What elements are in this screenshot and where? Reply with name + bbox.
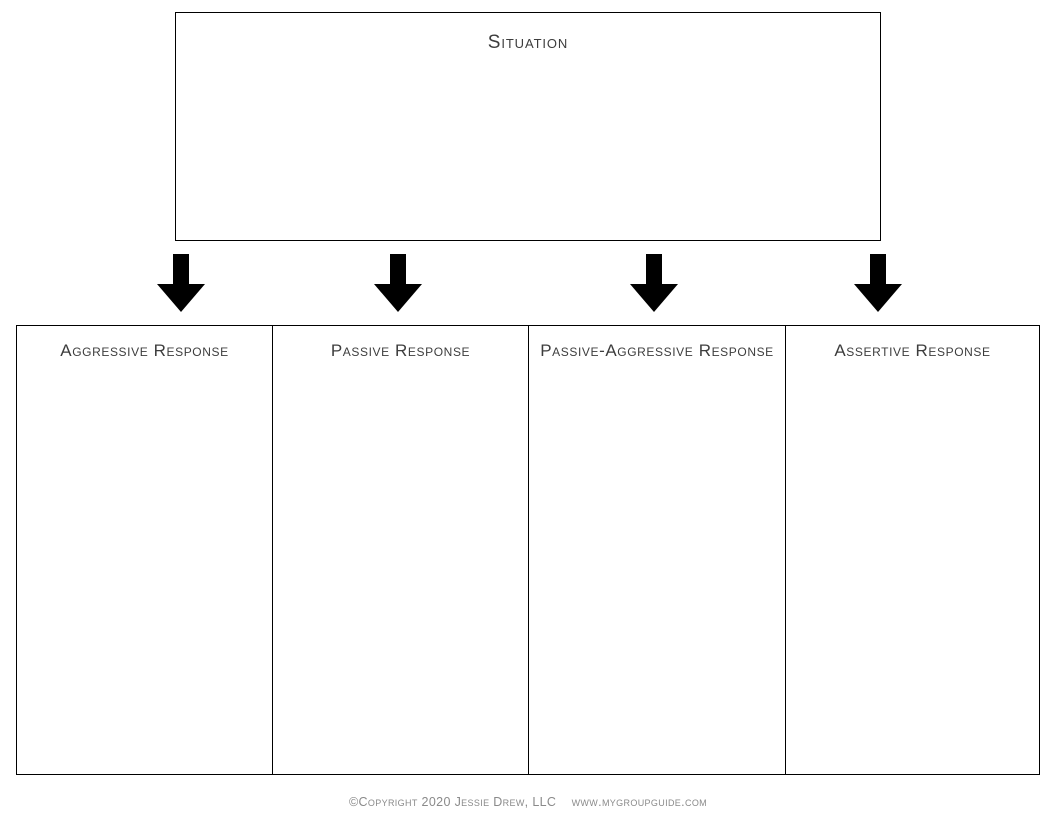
response-column-passive[interactable]: Passive Response bbox=[273, 326, 529, 774]
column-header-passive-aggressive: Passive-Aggressive Response bbox=[540, 341, 774, 360]
column-header-aggressive: Aggressive Response bbox=[60, 341, 229, 360]
writing-area-passive-aggressive[interactable] bbox=[529, 364, 785, 774]
down-arrow-icon-passive bbox=[372, 252, 424, 314]
response-column-assertive[interactable]: Assertive Response bbox=[786, 326, 1039, 774]
response-column-aggressive[interactable]: Aggressive Response bbox=[17, 326, 273, 774]
writing-area-assertive[interactable] bbox=[786, 364, 1039, 774]
down-arrow-icon-assertive bbox=[852, 252, 904, 314]
writing-area-aggressive[interactable] bbox=[17, 364, 272, 774]
situation-writing-area[interactable] bbox=[176, 65, 880, 240]
column-header-passive: Passive Response bbox=[330, 341, 471, 360]
writing-area-passive[interactable] bbox=[273, 364, 528, 774]
column-header-assertive: Assertive Response bbox=[834, 341, 991, 360]
down-arrow-icon-aggressive bbox=[155, 252, 207, 314]
footer-copyright: ©Copyright 2020 Jessie Drew, LLC www.myg… bbox=[348, 795, 708, 809]
response-column-passive-aggressive[interactable]: Passive-Aggressive Response bbox=[529, 326, 786, 774]
response-table: Aggressive Response Passive Response Pas… bbox=[16, 325, 1040, 775]
situation-box[interactable]: Situation bbox=[175, 12, 881, 241]
situation-title: Situation bbox=[487, 32, 569, 53]
down-arrow-icon-passive-aggressive bbox=[628, 252, 680, 314]
